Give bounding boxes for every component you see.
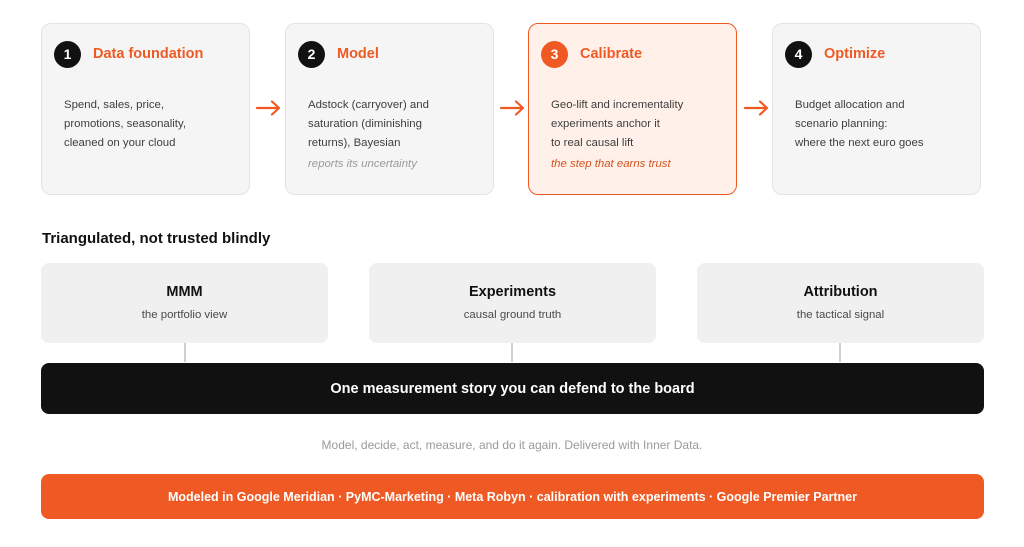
section-title: Triangulated, not trusted blindly — [42, 230, 271, 247]
step-description-line: Adstock (carryover) and — [308, 99, 429, 111]
step-header: 2 Model — [298, 40, 471, 68]
step-title: Data foundation — [93, 46, 204, 62]
step-description: Spend, sales, price, promotions, seasona… — [54, 96, 227, 153]
step-description-line: scenario planning: — [795, 118, 888, 130]
step-description-line: where the next euro goes — [795, 137, 924, 149]
step-number-badge: 4 — [785, 40, 812, 68]
partner-bar: Modeled in Google Meridian · PyMC-Market… — [41, 474, 984, 519]
pillar-title: Attribution — [803, 284, 878, 300]
step-header: 1 Data foundation — [54, 40, 227, 68]
measurement-story-bar: One measurement story you can defend to … — [41, 363, 984, 414]
pillar-subtitle: the portfolio view — [141, 309, 228, 321]
pillar-subtitle: the tactical signal — [796, 309, 885, 321]
pillar-title: Experiments — [468, 284, 557, 300]
step-description-line: cleaned on your cloud — [64, 137, 176, 149]
step-title: Calibrate — [580, 46, 643, 62]
arrow-right-icon — [256, 100, 281, 116]
step-description-line: to real causal lift — [551, 137, 634, 149]
step-description: Adstock (carryover) and saturation (dimi… — [298, 96, 471, 153]
step-note: the step that earns trust — [551, 158, 671, 170]
pillar-attribution: Attribution the tactical signal — [697, 263, 984, 343]
step-number-badge: 1 — [54, 40, 81, 68]
connector-line — [511, 343, 513, 362]
step-card-calibrate: 3 Calibrate Geo-lift and incrementality … — [528, 23, 737, 195]
step-description-line: Spend, sales, price, — [64, 99, 165, 111]
step-header: 4 Optimize — [785, 40, 958, 68]
step-description: Geo-lift and incrementality experiments … — [541, 96, 714, 153]
tagline: Model, decide, act, measure, and do it a… — [321, 438, 703, 452]
step-number-badge: 2 — [298, 40, 325, 68]
step-description-line: Budget allocation and — [795, 99, 905, 111]
step-description-line: Geo-lift and incrementality — [551, 99, 684, 111]
step-title: Optimize — [824, 46, 886, 62]
step-description-line: returns), Bayesian — [308, 137, 401, 149]
pillar-subtitle: causal ground truth — [463, 309, 562, 321]
step-description: Budget allocation and scenario planning:… — [785, 96, 958, 153]
step-description-line: saturation (diminishing — [308, 118, 422, 130]
step-note: reports its uncertainty — [308, 158, 417, 170]
pillar-title: MMM — [166, 284, 203, 300]
pillar-mmm: MMM the portfolio view — [41, 263, 328, 343]
arrow-right-icon — [500, 100, 525, 116]
step-description-line: experiments anchor it — [551, 118, 660, 130]
connector-line — [184, 343, 186, 362]
step-header: 3 Calibrate — [541, 40, 714, 68]
step-card-data-foundation: 1 Data foundation Spend, sales, price, p… — [41, 23, 250, 195]
connector-line — [839, 343, 841, 362]
step-title: Model — [337, 46, 379, 62]
arrow-right-icon — [744, 100, 769, 116]
step-number-badge: 3 — [541, 40, 568, 68]
pillar-experiments: Experiments causal ground truth — [369, 263, 656, 343]
step-description-line: promotions, seasonality, — [64, 118, 186, 130]
step-card-optimize: 4 Optimize Budget allocation and scenari… — [772, 23, 981, 195]
step-card-model: 2 Model Adstock (carryover) and saturati… — [285, 23, 494, 195]
